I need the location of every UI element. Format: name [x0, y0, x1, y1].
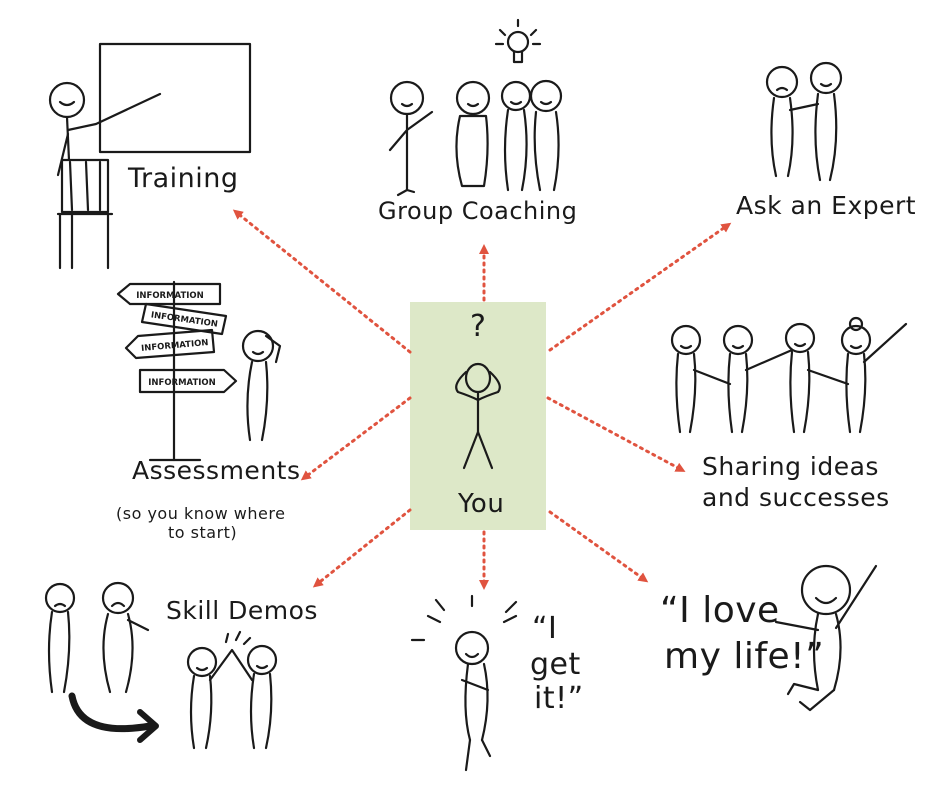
get-it-illustration	[410, 594, 518, 772]
sharing-label-2: and successes	[702, 483, 890, 512]
love-life-label-2: my life!”	[664, 636, 825, 677]
arrow-training	[232, 209, 412, 354]
skill-demos-label: Skill Demos	[166, 596, 318, 625]
love-life-illustration	[774, 564, 878, 712]
assessments-sub-1: (so you know where	[116, 504, 286, 523]
group-coaching-label: Group Coaching	[378, 197, 578, 225]
center-question-mark: ?	[470, 309, 487, 344]
ask-expert-label: Ask an Expert	[736, 191, 917, 220]
center-stick-figure	[455, 362, 501, 470]
love-life-label-1: “I love	[660, 590, 780, 631]
assessments-illustration	[116, 280, 282, 462]
get-it-label-2: get	[530, 647, 581, 682]
arrow-assessments	[300, 396, 412, 481]
center-label: You	[458, 489, 505, 519]
signpost-text-4: INFORMATION	[148, 378, 216, 388]
ask-expert-illustration	[765, 61, 843, 182]
arrow-love-life	[548, 510, 649, 583]
signpost-text-1: INFORMATION	[136, 291, 204, 301]
group-coaching-illustration	[388, 18, 563, 197]
arrow-ask-expert	[548, 222, 732, 352]
get-it-label-1: “I	[532, 611, 558, 646]
arrow-sharing	[546, 396, 686, 472]
assessments-label: Assessments	[132, 456, 301, 485]
skill-demos-illustration	[44, 581, 278, 750]
sharing-label-1: Sharing ideas	[702, 452, 879, 481]
curved-arrow-icon	[68, 692, 154, 733]
sharing-ideas-illustration	[670, 316, 908, 434]
training-label: Training	[128, 163, 239, 194]
assessments-sub-2: to start)	[168, 523, 238, 542]
training-illustration	[48, 42, 252, 270]
arrow-skill-demos	[312, 508, 412, 588]
get-it-label-3: it!”	[534, 681, 584, 716]
